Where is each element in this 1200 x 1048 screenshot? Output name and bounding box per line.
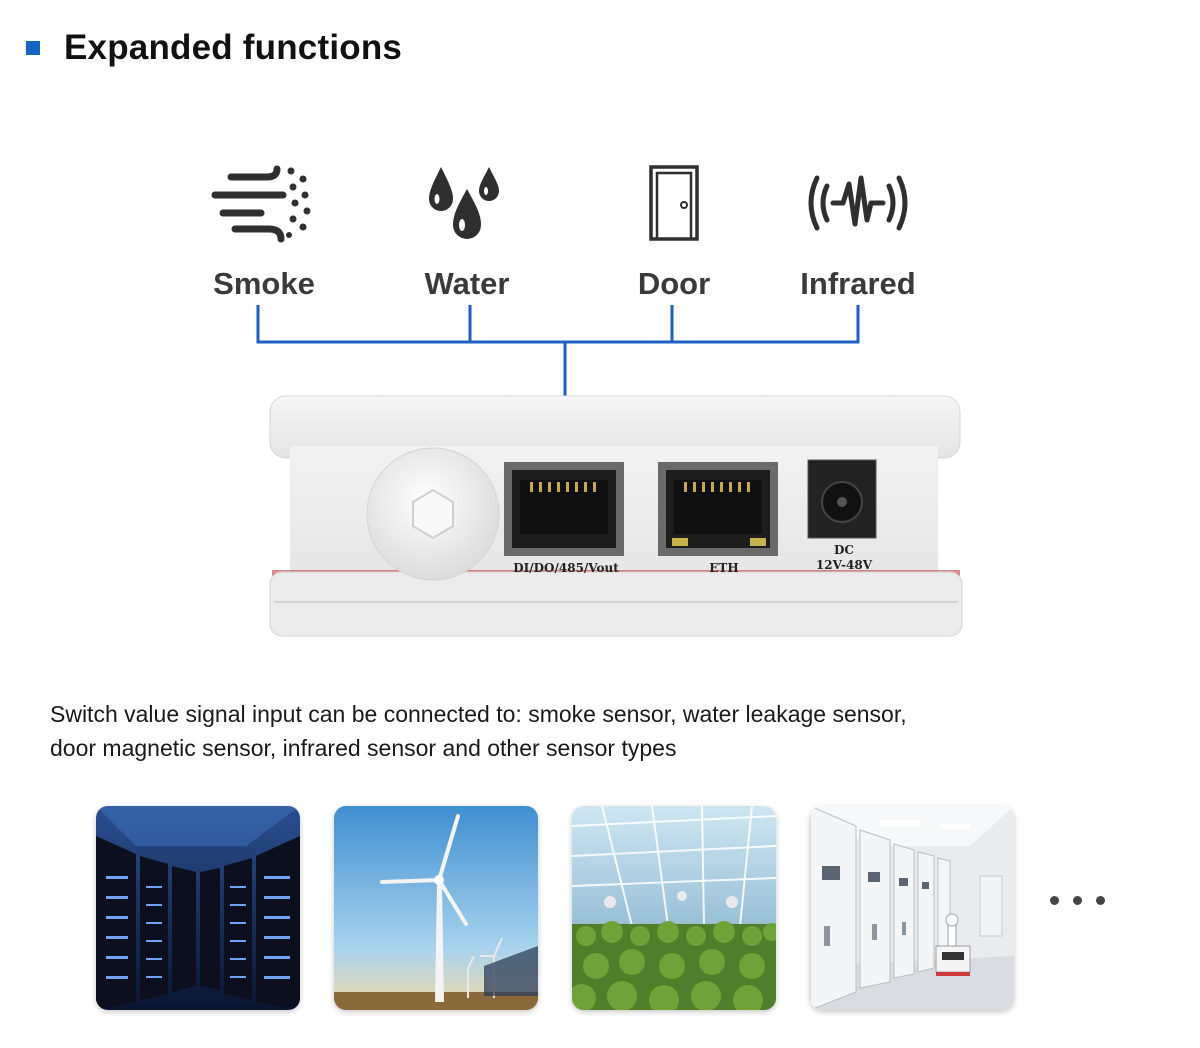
- wind-turbine-photo: [334, 806, 538, 1010]
- gateway-device-image: DI/DO/485/Vout ETH DC 12V-48V: [269, 395, 963, 637]
- power-distribution-room-photo: [810, 806, 1014, 1010]
- port-label-io: DI/DO/485/Vout: [513, 561, 619, 575]
- server-room-photo: [96, 806, 300, 1010]
- application-tile-server-room: [96, 806, 300, 1010]
- port-label-eth: ETH: [709, 561, 738, 575]
- description-line: Switch value signal input can be connect…: [50, 701, 907, 727]
- application-tile-greenhouse: [572, 806, 776, 1010]
- description-text: Switch value signal input can be connect…: [50, 697, 1110, 765]
- application-tile-wind-farm: [334, 806, 538, 1010]
- application-tile-power-room: [810, 806, 1014, 1010]
- sensor-infrared: Infrared: [758, 160, 958, 302]
- sensor-label: Infrared: [800, 266, 916, 301]
- smoke-icon: [211, 165, 311, 243]
- port-label-voltage: 12V-48V: [816, 558, 873, 572]
- greenhouse-photo: [572, 806, 776, 1010]
- port-label-dc: DC: [834, 543, 854, 557]
- sensor-water: Water: [367, 160, 567, 302]
- section-heading: Expanded functions: [26, 28, 402, 68]
- sensor-label: Water: [424, 266, 510, 301]
- sensor-smoke: Smoke: [164, 160, 364, 302]
- description-line: door magnetic sensor, infrared sensor an…: [50, 735, 677, 761]
- sensor-label: Door: [637, 266, 711, 301]
- door-icon: [649, 165, 699, 241]
- water-drops-icon: [429, 167, 499, 239]
- page-title: Expanded functions: [64, 28, 403, 67]
- gateway-device: DI/DO/485/Vout ETH DC 12V-48V: [268, 392, 968, 644]
- sensor-door: Door: [574, 160, 774, 302]
- more-indicator-icon: [1050, 896, 1105, 905]
- heading-bullet-icon: [26, 41, 40, 55]
- sensor-label: Smoke: [213, 266, 315, 301]
- infrared-signal-icon: [808, 175, 908, 231]
